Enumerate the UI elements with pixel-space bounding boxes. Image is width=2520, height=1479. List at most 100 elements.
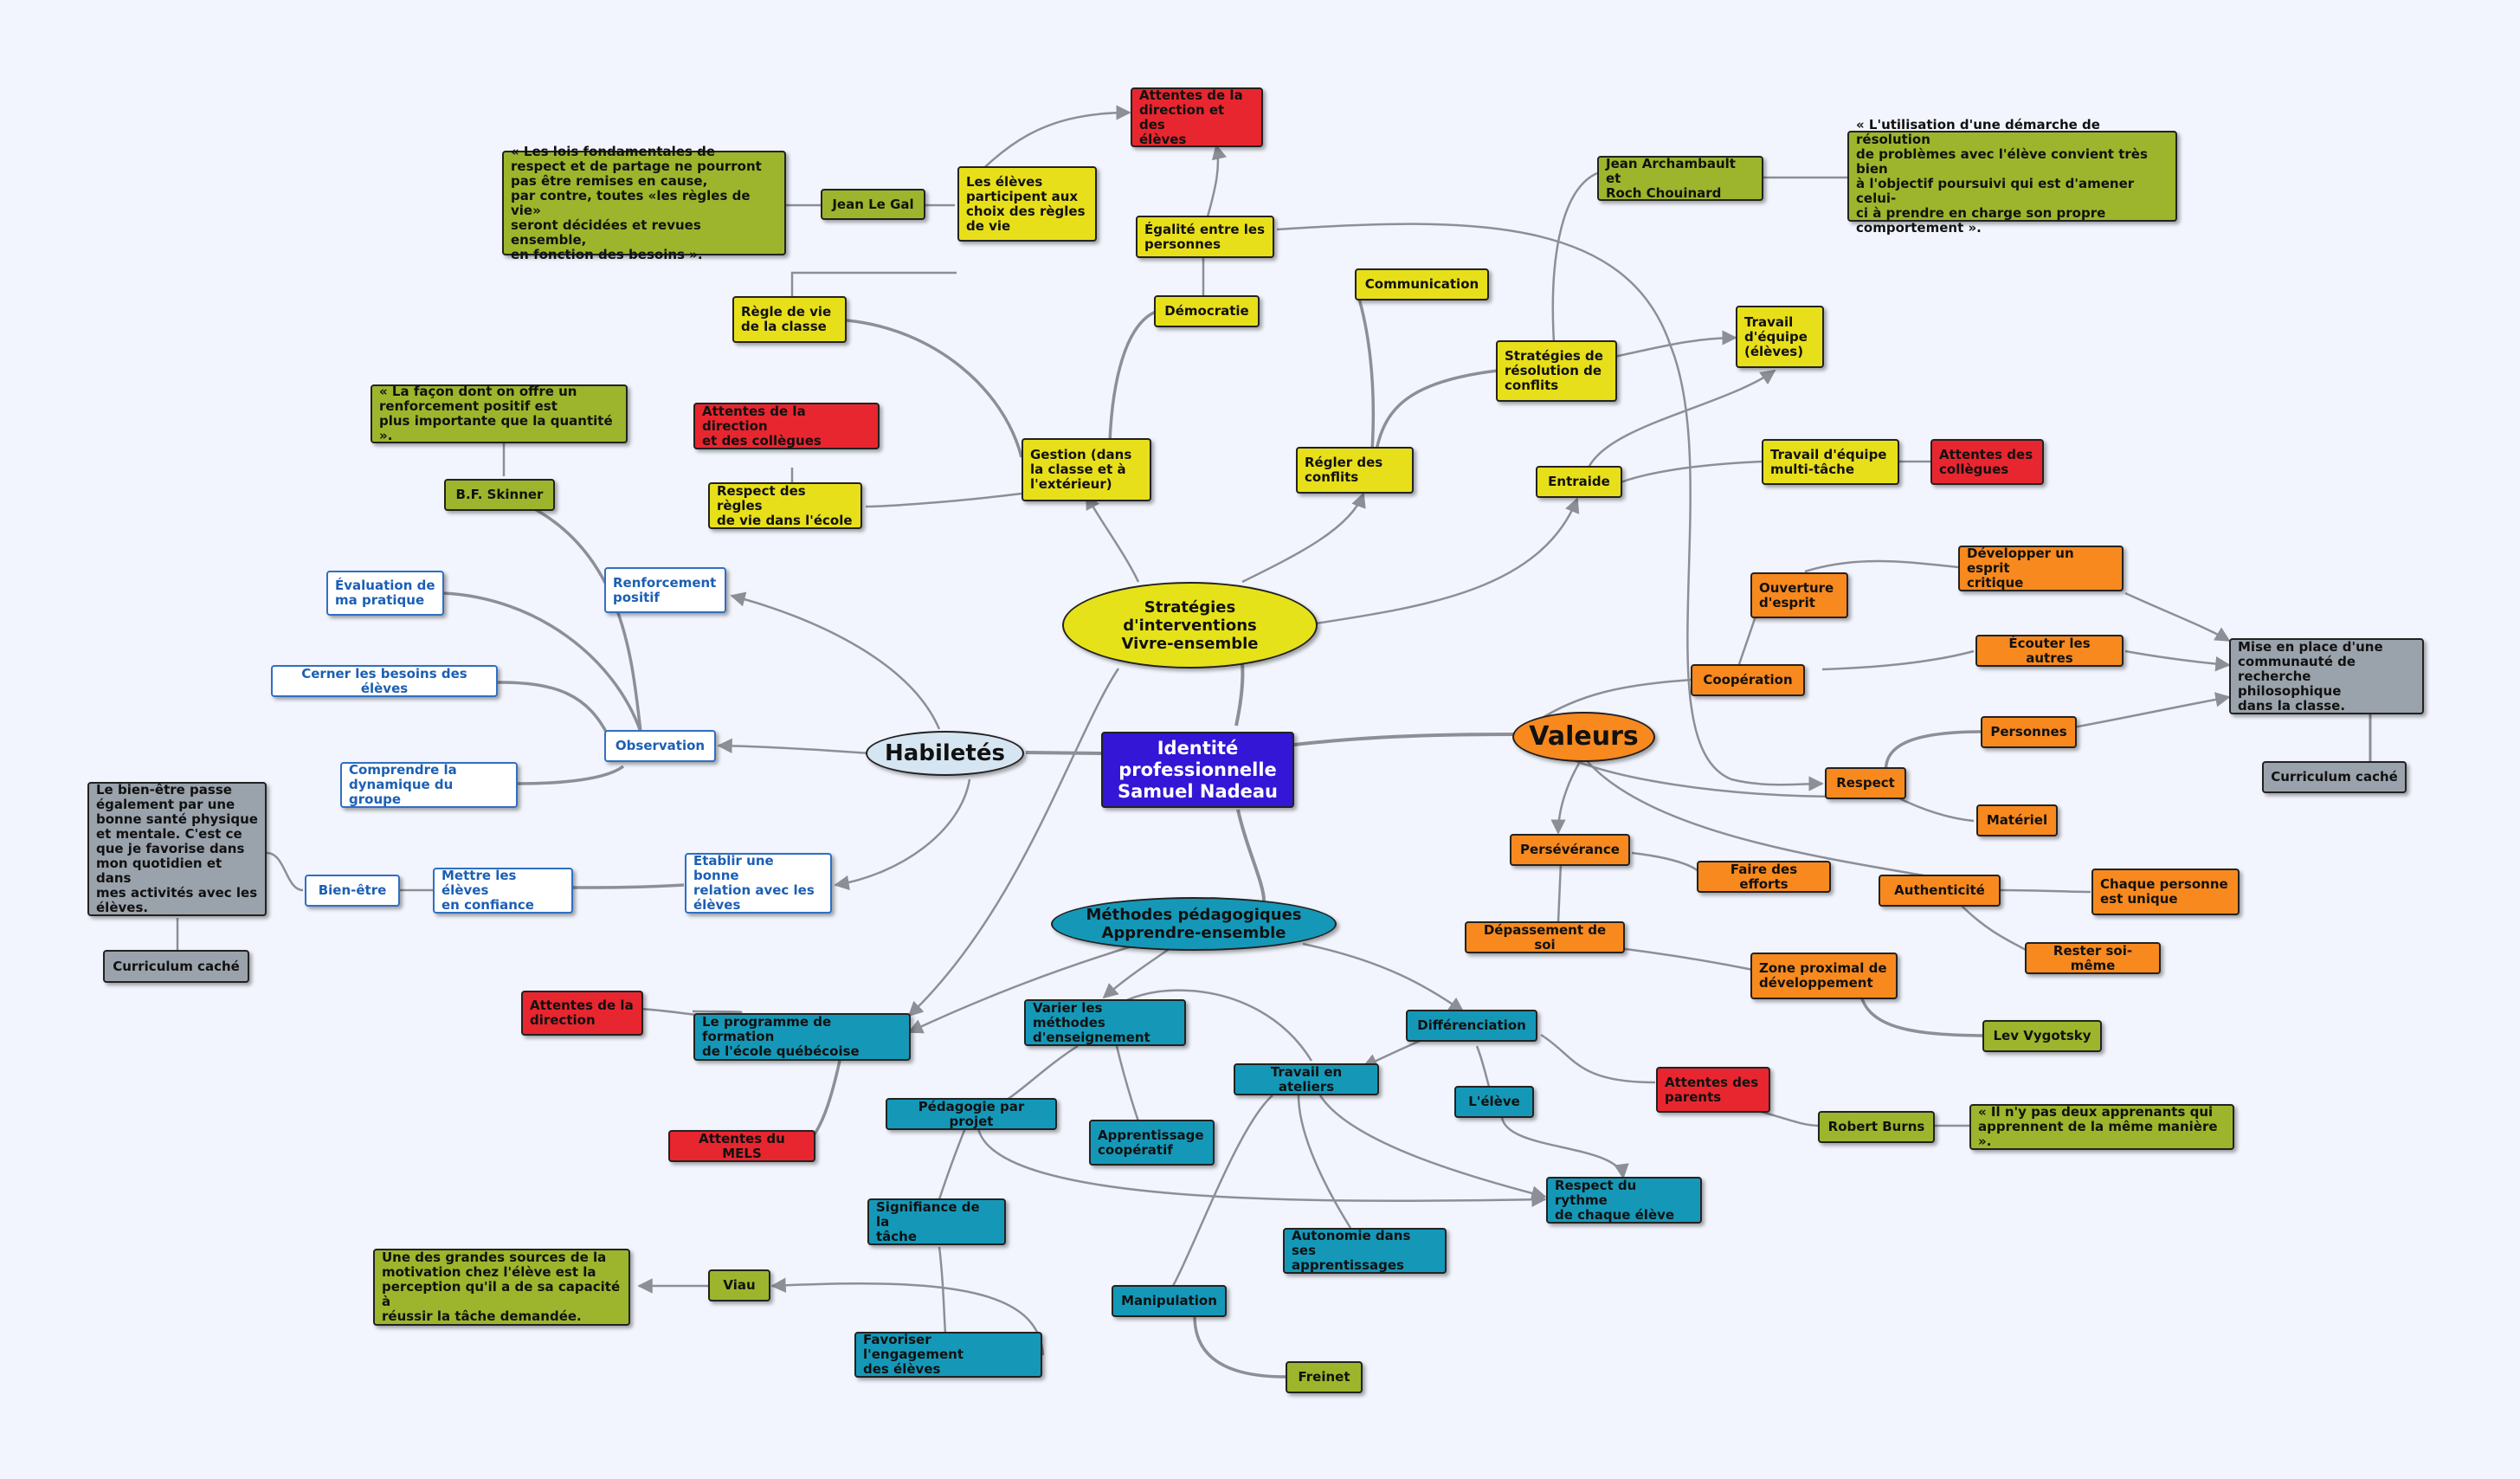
link-center-values (1293, 733, 1516, 746)
link-gestion-respect (865, 492, 1022, 508)
node-communication[interactable]: Communication (1355, 268, 1489, 300)
node-strategies-resolution[interactable]: Stratégies de résolution de conflits (1496, 340, 1617, 402)
node-attentes-parents[interactable]: Attentes des parents (1656, 1067, 1770, 1113)
node-authenticite[interactable]: Authenticité (1879, 875, 2001, 907)
main-methods-label: Méthodes pédagogiques Apprendre-ensemble (1086, 906, 1302, 942)
node-renforcement[interactable]: Renforcement positif (604, 567, 726, 613)
link-eleve-rythme (1500, 1116, 1629, 1179)
node-quote-burns[interactable]: « Il n'y pas deux apprenants qui apprenn… (1969, 1104, 2234, 1150)
node-mettre-confiance[interactable]: Mettre les élèves en confiance (433, 868, 573, 914)
node-quote-lois[interactable]: « Les lois fondamentales de respect et d… (502, 144, 786, 262)
link-values-respect (1557, 752, 1845, 798)
node-manipulation[interactable]: Manipulation (1112, 1285, 1227, 1317)
link-regle-participent (790, 271, 957, 299)
node-respect-regles[interactable]: Respect des règles de vie dans l'école (708, 482, 862, 529)
link-skills-etablir (834, 778, 971, 891)
link-ateliers-manipulation (1171, 1095, 1273, 1287)
node-travail-equipe[interactable]: Travail d'équipe (élèves) (1736, 306, 1824, 368)
node-archambault[interactable]: Jean Archambault et Roch Chouinard (1597, 156, 1763, 201)
node-viau[interactable]: Viau (708, 1269, 770, 1301)
link-gestion-regle (846, 319, 1023, 458)
node-cooperation[interactable]: Coopération (1691, 664, 1805, 696)
node-democratie[interactable]: Démocratie (1154, 295, 1260, 327)
link-depassement-zone (1618, 946, 1754, 972)
node-differenciation[interactable]: Différenciation (1406, 1010, 1537, 1042)
node-freinet[interactable]: Freinet (1286, 1361, 1363, 1393)
node-gestion[interactable]: Gestion (dans la classe et à l'extérieur… (1022, 438, 1151, 501)
node-ecouter[interactable]: Écouter les autres (1975, 635, 2124, 667)
node-perseverance[interactable]: Persévérance (1510, 834, 1630, 866)
link-signifiance-favoriser (938, 1246, 947, 1334)
node-attentes-direction-methods[interactable]: Attentes de la direction (521, 991, 643, 1036)
node-autonomie[interactable]: Autonomie dans ses apprentissages (1283, 1228, 1447, 1274)
node-curriculum-cache-skills[interactable]: Curriculum caché (103, 950, 249, 983)
node-cerner[interactable]: Cerner les besoins des élèves (271, 665, 498, 697)
node-bien-etre[interactable]: Bien-être (305, 875, 400, 907)
node-observation[interactable]: Observation (604, 730, 716, 762)
node-egalite[interactable]: Égalité entre les personnes (1136, 216, 1274, 258)
node-zone-proximal[interactable]: Zone proximal de développement (1750, 953, 1898, 999)
link-methods-differenciation (1302, 942, 1465, 1013)
center-node-identite[interactable]: Identité professionnelle Samuel Nadeau (1101, 732, 1294, 808)
node-programme[interactable]: Le programme de formation de l'école qué… (693, 1013, 911, 1061)
main-node-habiletes[interactable]: Habiletés (866, 731, 1024, 776)
node-etablir-relation[interactable]: Établir une bonne relation avec les élèv… (685, 853, 832, 914)
node-jean-le-gal[interactable]: Jean Le Gal (821, 189, 925, 220)
node-eleve[interactable]: L'élève (1454, 1086, 1534, 1118)
node-regle-vie[interactable]: Règle de vie de la classe (732, 296, 847, 343)
node-travail-ateliers[interactable]: Travail en ateliers (1234, 1063, 1379, 1095)
node-chaque-personne[interactable]: Chaque personne est unique (2091, 869, 2240, 915)
link-skills-renforcement (730, 591, 941, 730)
link-differenciation-parents (1540, 1033, 1656, 1084)
node-vygotsky[interactable]: Lev Vygotsky (1982, 1020, 2102, 1052)
link-strategies-gestion (1085, 494, 1140, 583)
node-regler-conflits[interactable]: Régler des conflits (1296, 447, 1414, 494)
link-ecouter-communaute (2124, 649, 2231, 672)
node-entraide[interactable]: Entraide (1536, 466, 1622, 498)
link-strategies-entraide (1315, 497, 1580, 625)
link-observation-cerner (497, 681, 612, 741)
node-travail-multi[interactable]: Travail d'équipe multi-tâche (1762, 439, 1899, 485)
node-signifiance[interactable]: Signifiance de la tâche (867, 1198, 1006, 1245)
node-materiel[interactable]: Matériel (1976, 804, 2058, 836)
node-eleves-participent[interactable]: Les élèves participent aux choix des règ… (957, 166, 1097, 242)
node-attentes-collegues[interactable]: Attentes des collègues (1930, 439, 2044, 485)
node-evaluation[interactable]: Évaluation de ma pratique (326, 571, 444, 616)
node-rester-soi[interactable]: Rester soi-même (2025, 942, 2161, 974)
node-quote-facon[interactable]: « La façon dont on offre un renforcement… (371, 384, 628, 443)
node-quote-archambault[interactable]: « L'utilisation d'une démarche de résolu… (1847, 117, 2177, 235)
link-observation-evaluation (442, 591, 642, 733)
node-favoriser[interactable]: Favoriser l'engagement des élèves (854, 1332, 1042, 1378)
node-esprit-critique[interactable]: Développer un esprit critique (1958, 546, 2124, 591)
node-attentes-direction-collegues[interactable]: Attentes de la direction et des collègue… (693, 403, 880, 449)
link-ateliers-autonomie (1297, 1095, 1352, 1229)
node-curriculum-cache-values[interactable]: Curriculum caché (2262, 761, 2407, 793)
link-varier-apprentissage (1115, 1045, 1140, 1122)
node-apprentissage-coop[interactable]: Apprentissage coopératif (1089, 1120, 1215, 1166)
node-respect[interactable]: Respect (1825, 767, 1906, 799)
node-varier[interactable]: Varier les méthodes d'enseignement (1024, 999, 1186, 1046)
node-respect-rythme[interactable]: Respect du rythme de chaque élève (1546, 1177, 1702, 1224)
node-depassement[interactable]: Dépassement de soi (1465, 921, 1625, 953)
node-personnes[interactable]: Personnes (1981, 716, 2077, 748)
node-attentes-mels[interactable]: Attentes du MELS (668, 1130, 815, 1162)
node-robert-burns[interactable]: Robert Burns (1818, 1111, 1935, 1143)
link-attentes-programme (692, 1010, 743, 1014)
node-skinner[interactable]: B.F. Skinner (444, 479, 555, 511)
link-methods-programme (907, 944, 1135, 1034)
node-bien-etre-text[interactable]: Le bien-être passe également par une bon… (87, 782, 267, 916)
main-node-strategies[interactable]: Stratégies d'interventions Vivre-ensembl… (1062, 582, 1318, 668)
link-bienetre-text (266, 851, 304, 892)
node-communaute[interactable]: Mise en place d'une communauté de recher… (2229, 638, 2424, 714)
main-node-methodes[interactable]: Méthodes pédagogiques Apprendre-ensemble (1051, 897, 1337, 951)
node-quote-motivation[interactable]: Une des grandes sources de la motivation… (373, 1249, 630, 1326)
node-attentes-direction-eleves[interactable]: Attentes de la direction et des élèves (1131, 87, 1263, 147)
node-pedagogie-projet[interactable]: Pédagogie par projet (886, 1098, 1057, 1130)
node-ouverture[interactable]: Ouverture d'esprit (1750, 572, 1848, 618)
link-entraide-multi (1620, 460, 1763, 484)
node-faire-efforts[interactable]: Faire des efforts (1697, 861, 1831, 893)
main-node-valeurs[interactable]: Valeurs (1512, 712, 1655, 762)
link-regler-strategies (1375, 369, 1498, 451)
node-comprendre[interactable]: Comprendre la dynamique du groupe (340, 762, 518, 808)
